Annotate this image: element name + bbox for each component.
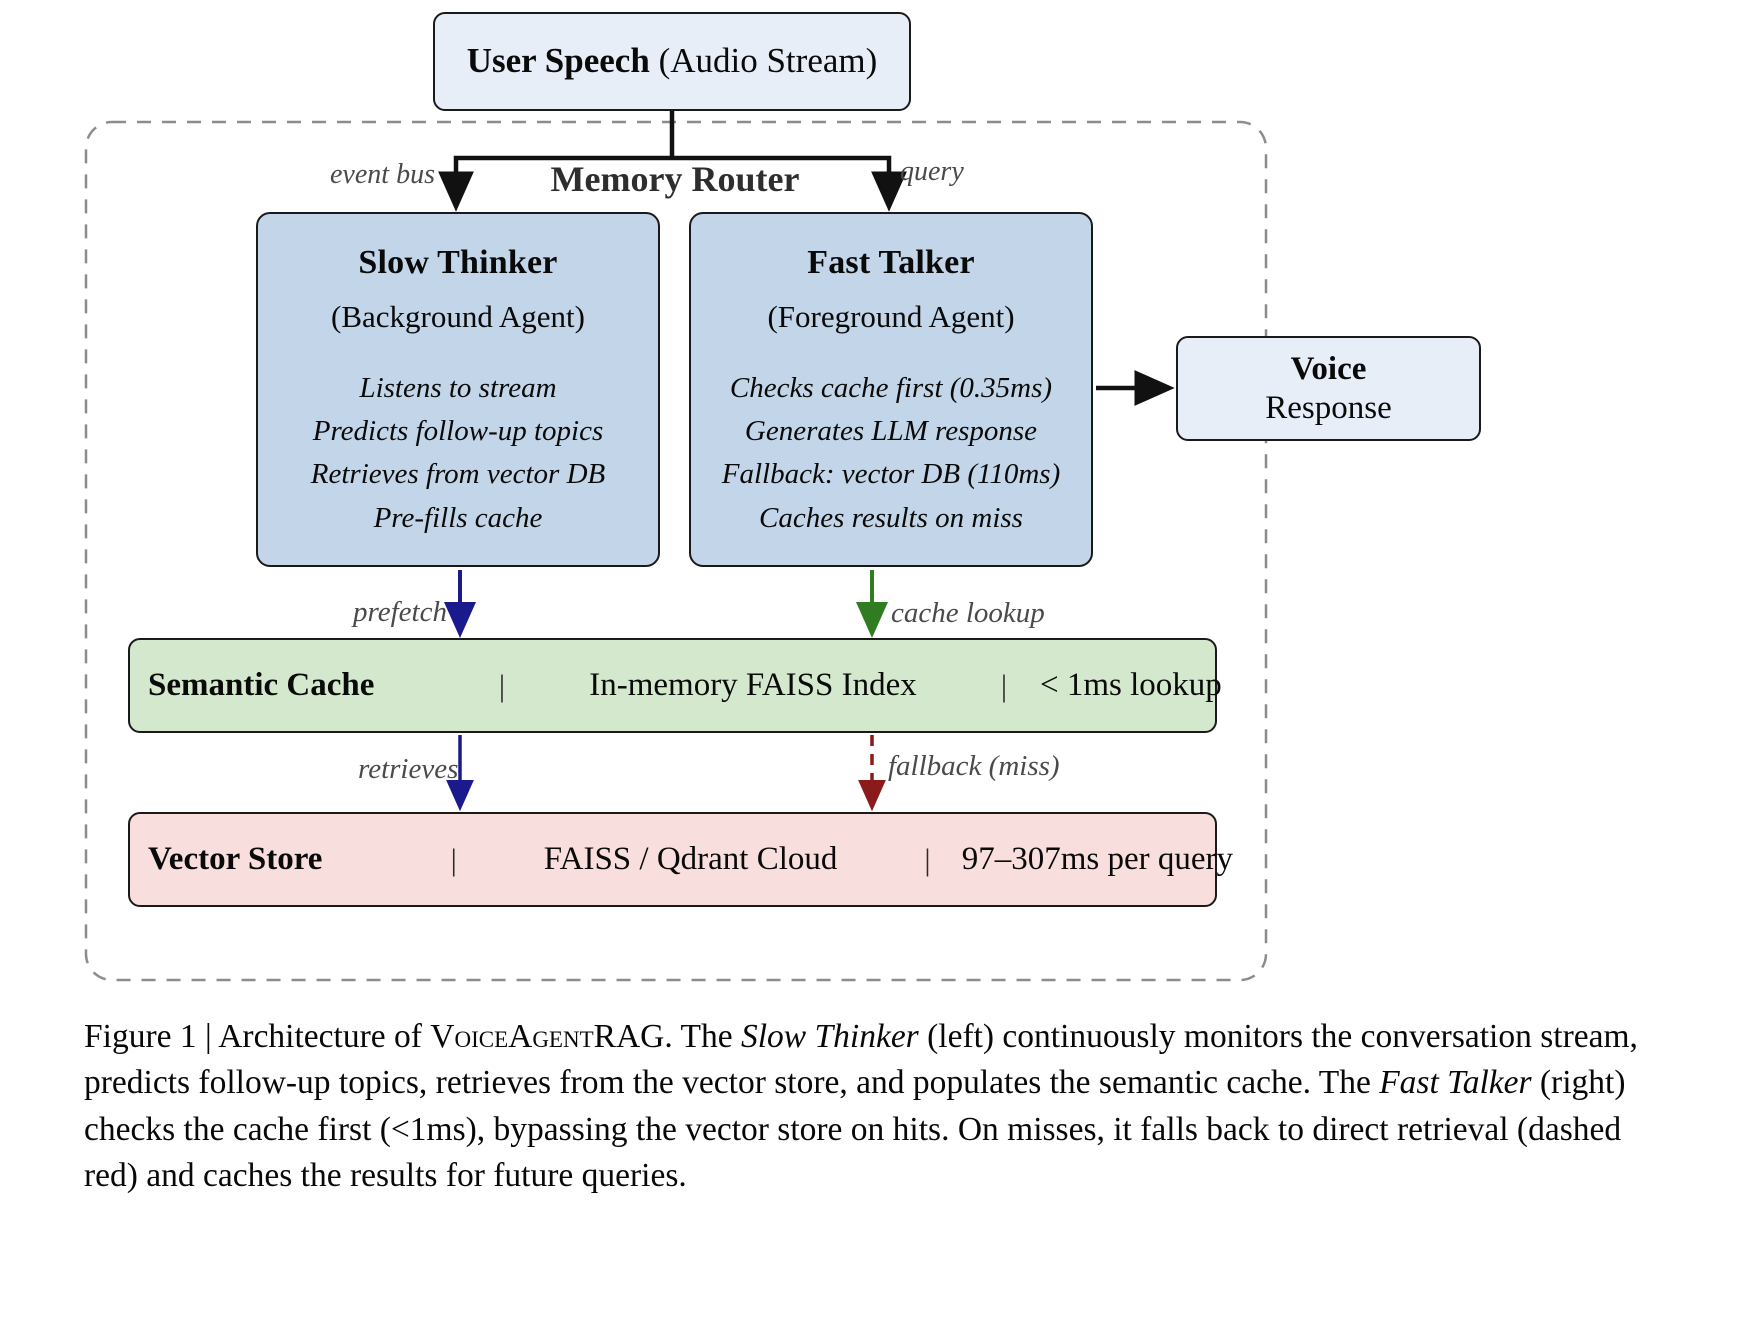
caption-em-slow-thinker: Slow Thinker [740, 1018, 919, 1055]
caption-part1: Architecture of [211, 1018, 431, 1055]
user-speech-rest: (Audio Stream) [649, 41, 878, 81]
voice-response-line1: Voice [1290, 350, 1367, 387]
node-voice-response[interactable]: Voice Response [1176, 336, 1481, 441]
vector-store-latency: 97–307ms per query [961, 841, 1234, 877]
vector-store-middle: FAISS / Qdrant Cloud [543, 841, 838, 877]
user-speech-text: User Speech (Audio Stream) [466, 41, 878, 81]
semantic-cache-separator-2: | [1000, 667, 1008, 703]
memory-router-title: Memory Router [550, 159, 800, 199]
vector-store-row: Vector Store | FAISS / Qdrant Cloud | 97… [130, 841, 1251, 878]
voice-response-line2: Response [1265, 389, 1392, 426]
slow-thinker-bullets: Listens to stream Predicts follow-up top… [311, 367, 605, 540]
edge-label-prefetch: prefetch [353, 596, 447, 628]
semantic-cache-name: Semantic Cache [148, 667, 375, 703]
vector-store-separator-2: | [924, 841, 931, 877]
fast-talker-title: Fast Talker [807, 244, 975, 281]
edge-label-cache-lookup: cache lookup [891, 597, 1045, 629]
vector-store-separator-1: | [450, 841, 457, 877]
semantic-cache-row: Semantic Cache | In-memory FAISS Index |… [130, 667, 1240, 704]
slow-thinker-title: Slow Thinker [358, 244, 558, 281]
semantic-cache-middle: In-memory FAISS Index [589, 667, 917, 703]
caption-em-fast-talker: Fast Talker [1379, 1064, 1532, 1102]
edge-label-event-bus: event bus [330, 159, 435, 190]
node-user-speech[interactable]: User Speech (Audio Stream) [433, 12, 911, 111]
fast-talker-subtitle: (Foreground Agent) [767, 299, 1015, 334]
fast-talker-bullet: Checks cache first (0.35ms) [729, 372, 1053, 404]
edge-label-retrieves: retrieves [358, 753, 459, 785]
slow-thinker-bullet: Retrieves from vector DB [310, 458, 606, 491]
fast-talker-bullets: Checks cache first (0.35ms) Generates LL… [722, 367, 1060, 540]
node-fast-talker[interactable]: Fast Talker (Foreground Agent) Checks ca… [689, 212, 1093, 567]
node-slow-thinker[interactable]: Slow Thinker (Background Agent) Listens … [256, 212, 660, 567]
slow-thinker-bullet: Pre-fills cache [373, 501, 543, 534]
caption-part2: . The [664, 1018, 741, 1055]
semantic-cache-latency: < 1ms lookup [1040, 667, 1222, 703]
node-semantic-cache[interactable]: Semantic Cache | In-memory FAISS Index |… [128, 638, 1222, 733]
user-speech-bold: User Speech [466, 41, 650, 81]
caption-bar: | [204, 1018, 212, 1055]
caption-figure-label: Figure 1 [84, 1018, 197, 1055]
fast-talker-bullet: Caches results on miss [759, 501, 1023, 534]
node-vector-store[interactable]: Vector Store | FAISS / Qdrant Cloud | 97… [128, 812, 1233, 907]
caption-part4: (right) checks the cache first (<1ms), b… [84, 1064, 1626, 1195]
figure-caption: Figure 1 | Architecture of VoiceAgentRAG… [84, 1014, 1664, 1200]
caption-part3: (left) continuously monitors the convers… [84, 1018, 1638, 1102]
vector-store-name: Vector Store [148, 841, 323, 877]
slow-thinker-bullet: Listens to stream [359, 372, 557, 404]
edge-label-query: query [900, 156, 964, 187]
fast-talker-bullet: Generates LLM response [744, 415, 1038, 448]
slow-thinker-bullet: Predicts follow-up topics [312, 415, 604, 448]
fast-talker-bullet: Fallback: vector DB (110ms) [721, 458, 1061, 491]
edge-label-fallback: fallback (miss) [888, 750, 1060, 782]
caption-system-name: VoiceAgentRAG [430, 1018, 665, 1055]
semantic-cache-separator-1: | [498, 667, 506, 703]
slow-thinker-subtitle: (Background Agent) [331, 299, 585, 334]
